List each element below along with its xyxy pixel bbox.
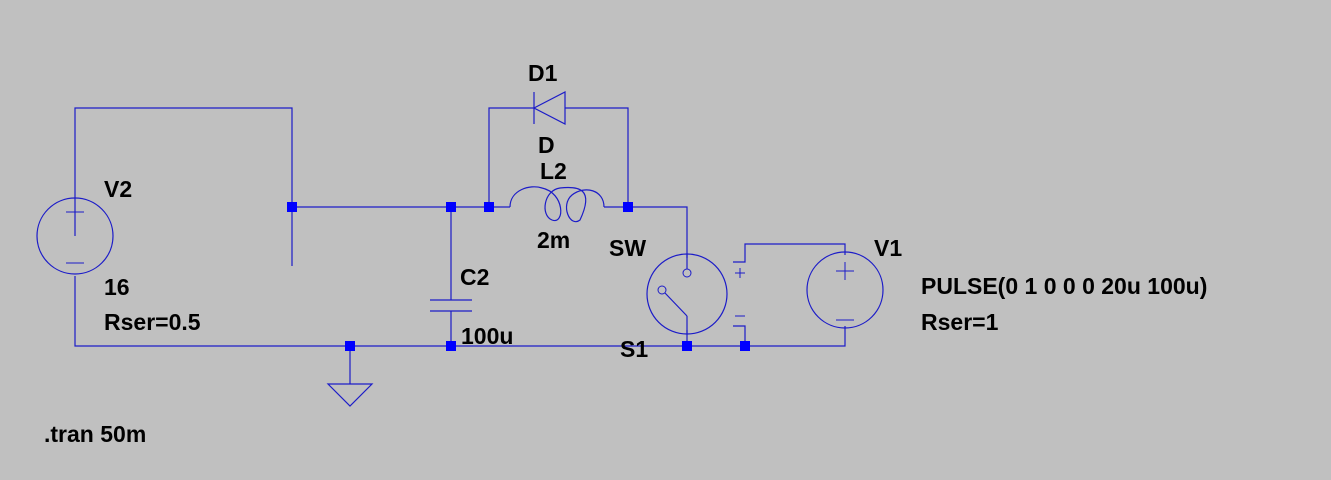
ground-icon[interactable] <box>326 383 374 407</box>
s1-model-label: SW <box>609 235 646 261</box>
v2-param-label: Rser=0.5 <box>104 309 201 335</box>
junction-dot <box>623 202 633 212</box>
junction-dot <box>740 341 750 351</box>
junction-dot <box>446 341 456 351</box>
wire-bottom-rail[interactable] <box>74 276 846 347</box>
v1-source-symbol[interactable] <box>806 251 884 329</box>
l2-name-label: L2 <box>540 158 567 184</box>
v1-value-label: PULSE(0 1 0 0 0 20u 100u) <box>921 273 1207 299</box>
junction-dot <box>484 202 494 212</box>
d1-model-label: D <box>538 132 555 158</box>
wire-diode-right[interactable] <box>565 107 629 207</box>
wire-v2-top[interactable] <box>74 107 293 266</box>
v2-name-label: V2 <box>104 176 132 202</box>
tran-directive[interactable]: .tran 50m <box>44 421 146 447</box>
d1-name-label: D1 <box>528 60 558 86</box>
s1-name-label: S1 <box>620 336 648 362</box>
l2-inductor-symbol[interactable] <box>509 186 605 223</box>
d1-diode-symbol[interactable] <box>532 91 566 125</box>
v2-value-label: 16 <box>104 274 130 300</box>
l2-value-label: 2m <box>537 227 570 253</box>
junction-dot <box>345 341 355 351</box>
c2-capacitor-symbol[interactable] <box>430 299 472 312</box>
junction-dot <box>682 341 692 351</box>
junction-dot <box>287 202 297 212</box>
wire-ctrl-minus[interactable] <box>733 325 746 346</box>
v1-name-label: V1 <box>874 235 902 261</box>
wires <box>74 107 846 384</box>
junctions <box>287 202 750 351</box>
s1-switch-symbol[interactable] <box>646 253 745 335</box>
wire-to-switch[interactable] <box>628 206 688 258</box>
junction-dot <box>446 202 456 212</box>
c2-value-label: 100u <box>461 323 513 349</box>
wire-diode-left[interactable] <box>488 107 534 207</box>
wire-ctrl-plus[interactable] <box>733 243 846 263</box>
v2-source-symbol[interactable] <box>36 197 114 275</box>
c2-name-label: C2 <box>460 264 489 290</box>
v1-param-label: Rser=1 <box>921 309 999 335</box>
